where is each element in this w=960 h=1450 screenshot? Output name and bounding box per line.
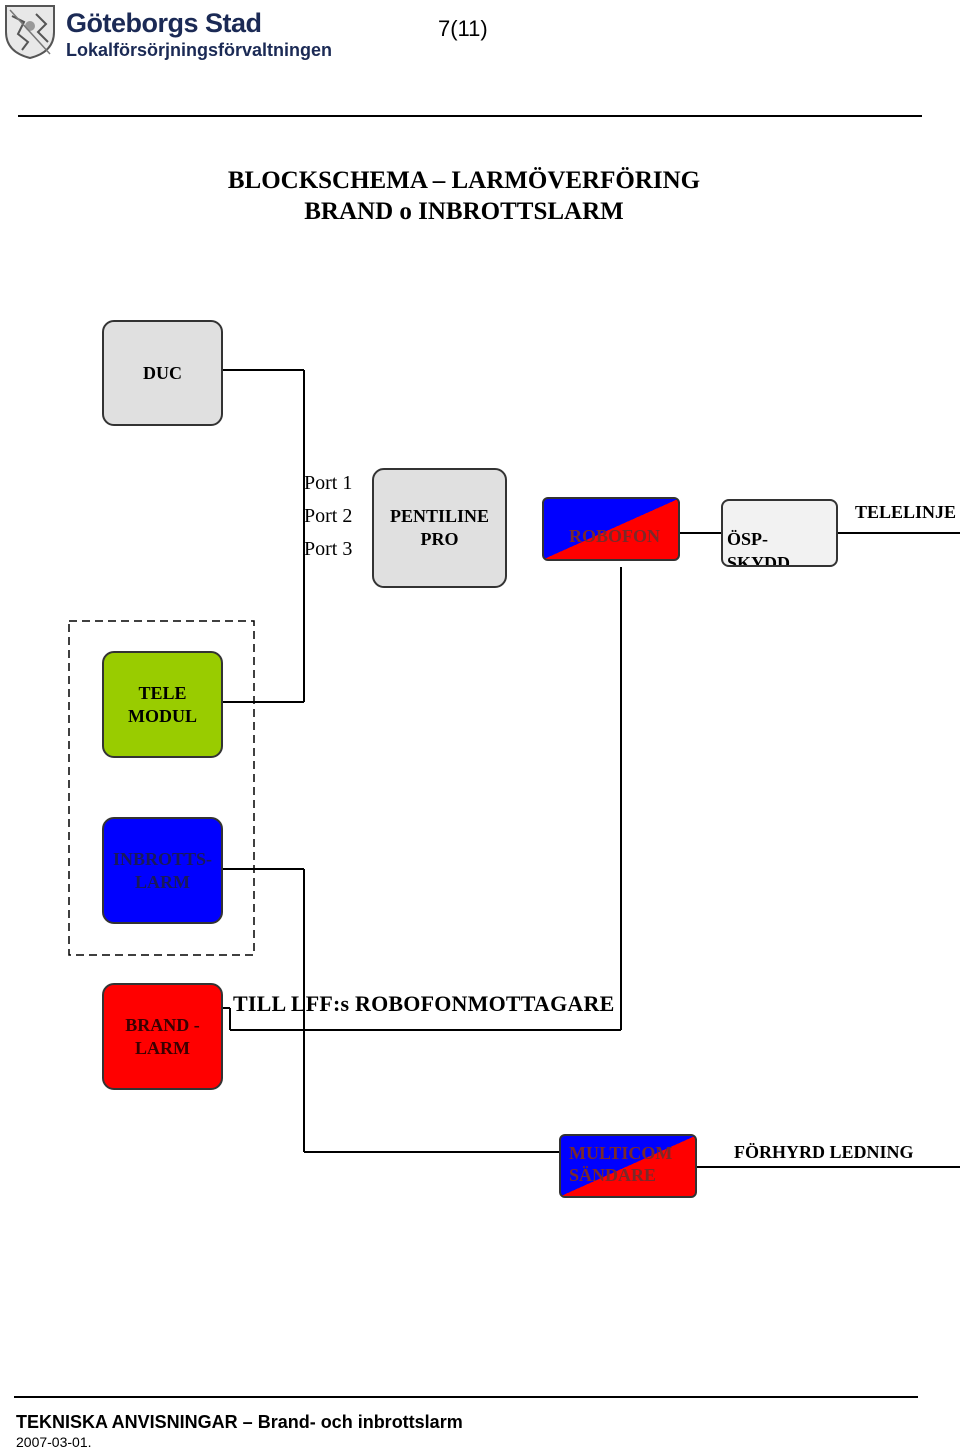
alarm-panel-dashed-frame xyxy=(68,620,255,956)
port-3-label: Port 3 xyxy=(304,538,353,560)
intrusion-alarm-block: INBROTTS- LARM xyxy=(102,817,223,924)
organization-name: Göteborgs Stad xyxy=(66,8,262,38)
tele-module-label-line-1: TELE xyxy=(138,682,187,703)
multicom-transmitter-block: MULTICOM SÄNDARE xyxy=(559,1134,697,1198)
footer-rule xyxy=(14,1396,918,1398)
tele-module-label-line-2: MODUL xyxy=(128,705,197,726)
port-1-label: Port 1 xyxy=(304,472,353,494)
multicom-label-line-1: MULTICOM xyxy=(569,1143,673,1163)
port-2-label: Port 2 xyxy=(304,505,353,527)
robofon-block: ROBOFON xyxy=(542,497,680,561)
intrusion-label-line-2: LARM xyxy=(135,871,190,892)
multicom-label-line-2: SÄNDARE xyxy=(569,1165,657,1185)
header-rule xyxy=(18,115,922,117)
organization-department: Lokalförsörjningsförvaltningen xyxy=(66,40,333,60)
footer-title: TEKNISKA ANVISNINGAR – Brand- och inbrot… xyxy=(16,1412,463,1432)
intrusion-label-line-1: INBROTTS- xyxy=(112,848,213,869)
diagram-title-line-2: BRAND o INBROTTSLARM xyxy=(304,198,624,225)
duc-block: DUC xyxy=(102,320,223,426)
fire-label-line-1: BRAND - xyxy=(125,1014,200,1035)
tele-module-block: TELE MODUL xyxy=(102,651,223,758)
teleline-label: TELELINJE xyxy=(855,502,957,522)
pentiline-label-line-1: PENTILINE xyxy=(389,506,490,526)
page-number: 7(11) xyxy=(438,16,488,41)
overvoltage-label-line-2: SKYDD xyxy=(727,553,791,567)
fire-label-line-2: LARM xyxy=(135,1037,190,1058)
city-crest-logo xyxy=(5,5,55,60)
robofon-label: ROBOFON xyxy=(569,526,661,546)
fire-alarm-block: BRAND - LARM xyxy=(102,983,223,1090)
overvoltage-protection-block: ÖSP- SKYDD xyxy=(721,499,838,567)
duc-label: DUC xyxy=(143,362,182,383)
leased-line-label: FÖRHYRD LEDNING xyxy=(734,1142,914,1162)
pentiline-label-line-2: PRO xyxy=(420,529,459,549)
footer-date: 2007-03-01. xyxy=(16,1434,92,1450)
diagram-title-line-1: BLOCKSCHEMA – LARMÖVERFÖRING xyxy=(227,167,701,194)
receiver-label: TILL LFF:s ROBOFONMOTTAGARE xyxy=(233,991,615,1016)
overvoltage-label-line-1: ÖSP- xyxy=(727,529,769,549)
pentiline-pro-block: PENTILINE PRO xyxy=(372,468,507,588)
